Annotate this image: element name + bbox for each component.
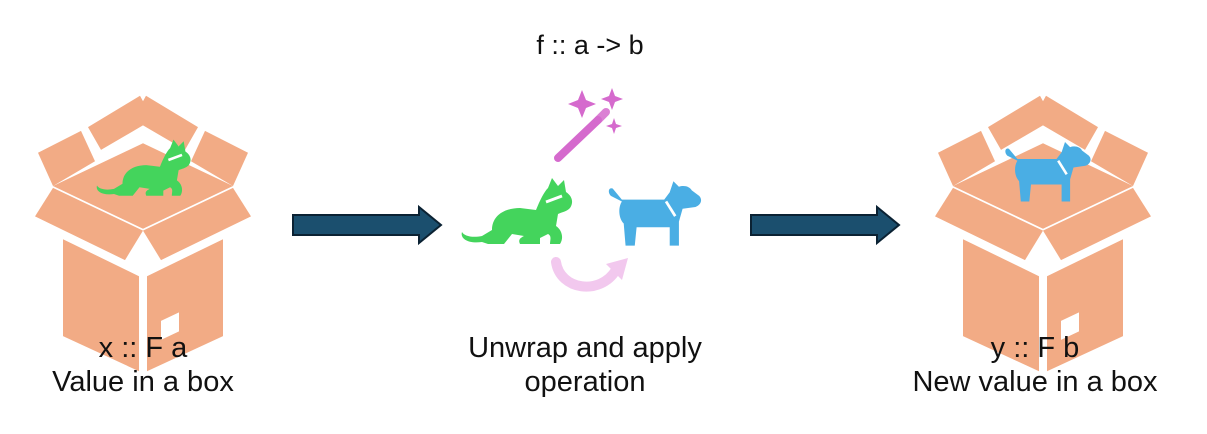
right-type-line: y :: F b: [990, 332, 1080, 364]
function-signature: f :: a -> b: [536, 30, 644, 60]
flow-arrow-right-icon: [750, 206, 900, 244]
flow-arrow-left-icon: [292, 206, 442, 244]
middle-caption: Unwrap and apply operation: [440, 331, 730, 399]
left-box-caption: x :: F a Value in a box: [23, 331, 263, 399]
dog-icon: [607, 179, 703, 247]
left-caption-text: Value in a box: [52, 366, 234, 398]
magic-wand-icon: [554, 88, 623, 162]
middle-caption-line1: Unwrap and apply: [468, 332, 702, 364]
right-box-icon: [935, 95, 1151, 372]
left-box-icon: [35, 95, 251, 372]
left-type-line: x :: F a: [98, 332, 188, 364]
curved-arrow-icon: [551, 257, 628, 292]
cat-icon: [460, 176, 574, 246]
right-box-caption: y :: F b New value in a box: [895, 331, 1175, 399]
right-caption-text: New value in a box: [912, 366, 1158, 398]
middle-caption-line2: operation: [524, 366, 646, 398]
